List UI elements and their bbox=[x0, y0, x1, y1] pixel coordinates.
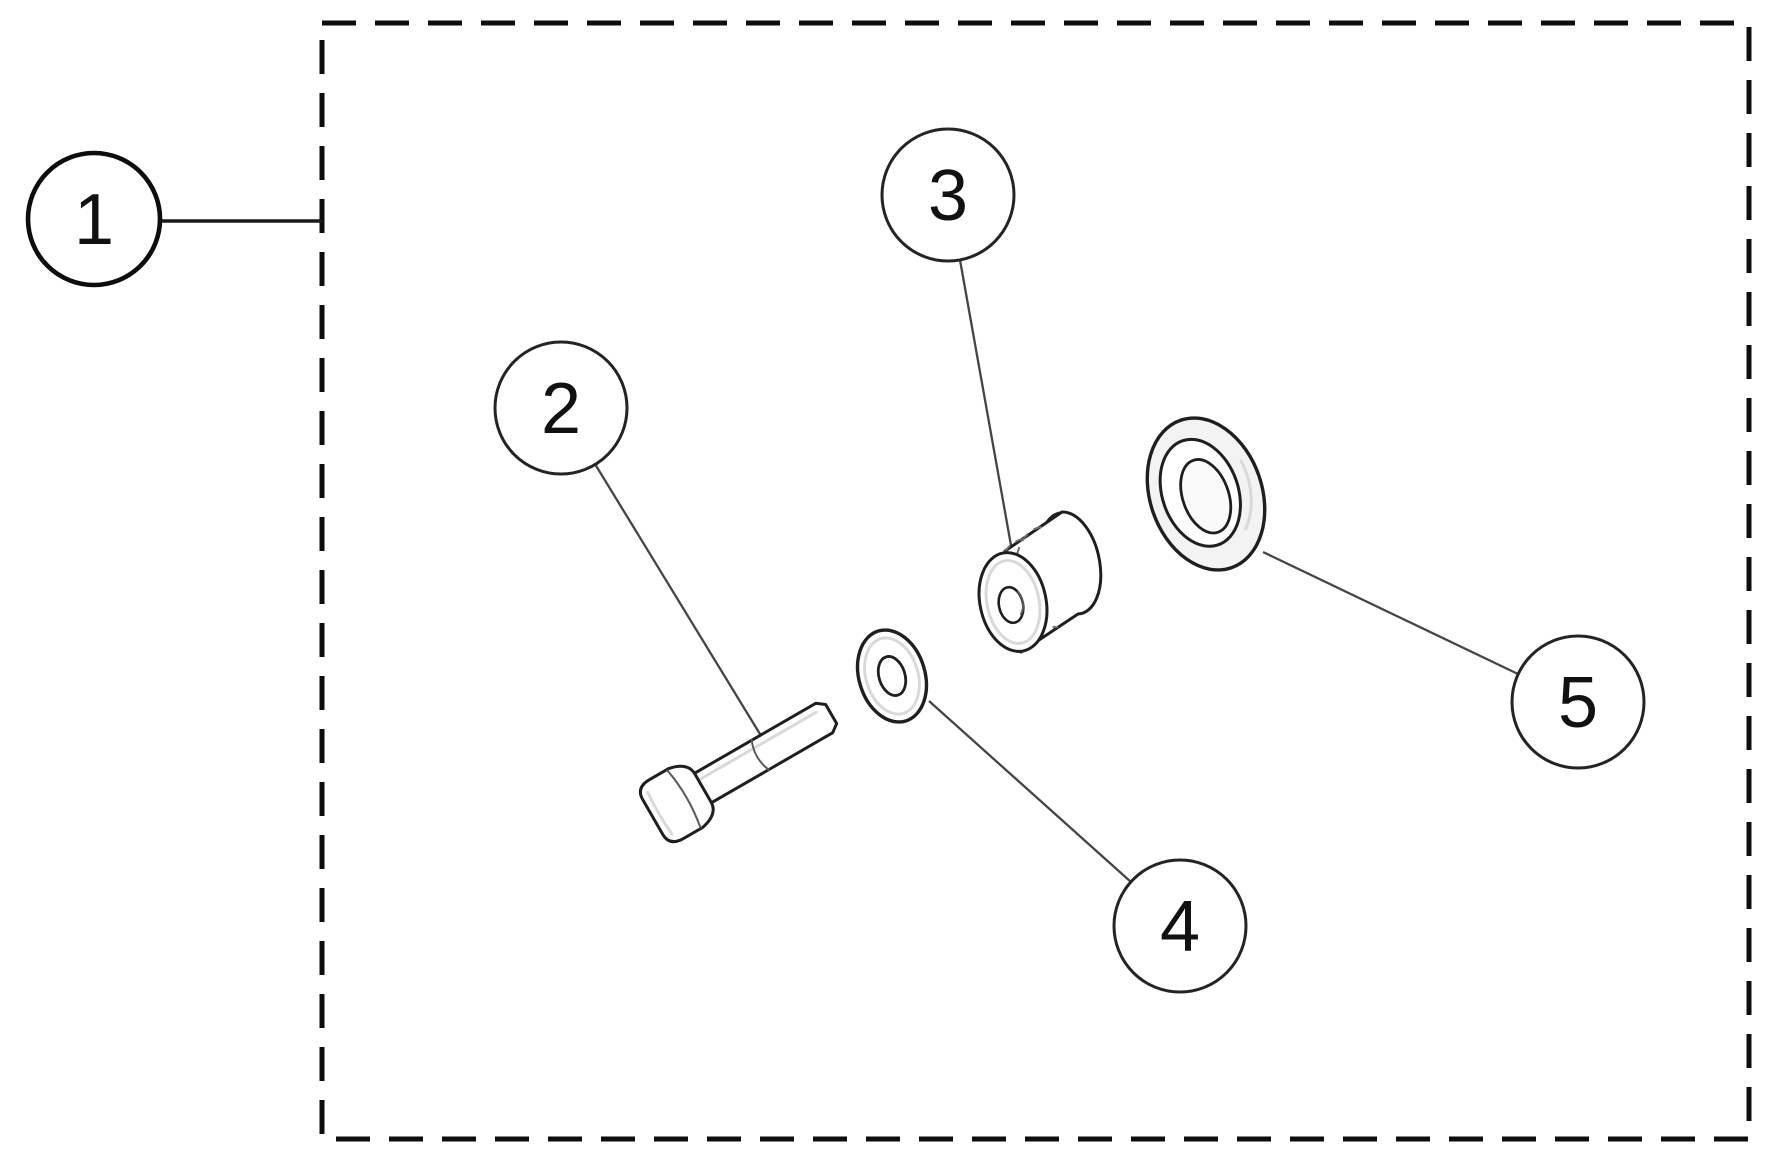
callout-3: 3 bbox=[880, 127, 1016, 263]
callout-4: 4 bbox=[1112, 858, 1248, 994]
callout-3-bubble bbox=[880, 127, 1016, 263]
bolt-shaft-highlight bbox=[693, 710, 818, 784]
callout-1-number: 1 bbox=[74, 180, 114, 260]
callout-3-number: 3 bbox=[928, 156, 968, 236]
callout-2: 2 bbox=[493, 340, 629, 476]
flanged-washer-icon bbox=[1145, 416, 1267, 572]
callout-5-bubble bbox=[1510, 634, 1646, 770]
callout-2-bubble bbox=[493, 340, 629, 476]
callout-1: 1 bbox=[25, 150, 163, 288]
leader-line-4 bbox=[928, 700, 1132, 883]
callout-4-number: 4 bbox=[1160, 887, 1200, 967]
callout-5-number: 5 bbox=[1558, 663, 1598, 743]
bolt-thread-line bbox=[750, 739, 770, 771]
flanged-washer-shade bbox=[1239, 459, 1253, 531]
bushing-face-shade bbox=[984, 559, 1042, 645]
bolt-head-shade bbox=[646, 790, 674, 836]
leader-line-2 bbox=[594, 463, 764, 740]
bushing-icon bbox=[977, 510, 1103, 654]
washer-hole bbox=[876, 655, 908, 697]
flat-washer-icon bbox=[855, 628, 929, 724]
hex-bolt-icon bbox=[638, 701, 839, 844]
callout-4-bubble bbox=[1112, 858, 1248, 994]
leader-line-5 bbox=[1262, 550, 1519, 676]
flanged-washer-hole bbox=[1179, 458, 1233, 535]
callout-5: 5 bbox=[1510, 634, 1646, 770]
washer-face-shade bbox=[863, 636, 921, 716]
leader-line-3 bbox=[958, 259, 1014, 552]
bolt-shaft bbox=[682, 701, 839, 811]
bushing-bore-depth bbox=[1017, 591, 1025, 615]
callout-2-number: 2 bbox=[541, 369, 581, 449]
bolt-head-facet bbox=[666, 769, 702, 829]
bolt-head bbox=[638, 764, 715, 844]
callout-1-bubble bbox=[25, 150, 163, 288]
kit-boundary-box bbox=[319, 20, 1752, 1142]
